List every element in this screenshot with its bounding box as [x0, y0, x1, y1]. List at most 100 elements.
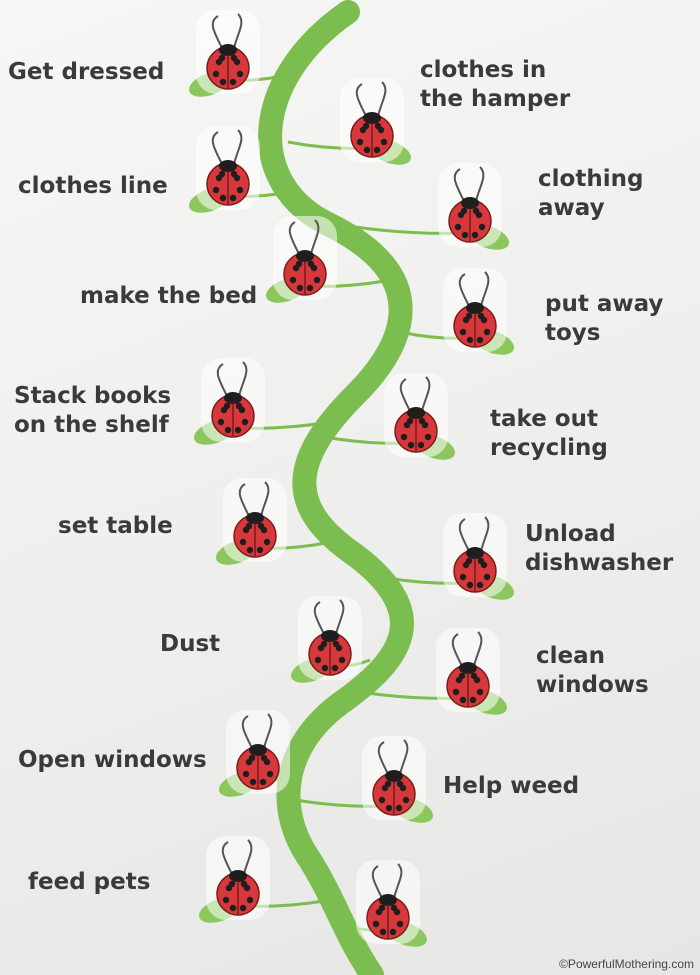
ladybug-spot [477, 557, 485, 565]
ladybug-spot [218, 54, 226, 62]
ladybug-spot [240, 880, 248, 888]
chore-label-line: away [538, 195, 605, 221]
ladybug-magnet-icon [196, 126, 260, 210]
chore-label-left: make the bed [80, 282, 257, 311]
ladybug-head [246, 512, 264, 524]
chore-label-left: Get dressed [8, 58, 164, 87]
antenna [451, 633, 463, 667]
ladybug-spot [295, 260, 303, 268]
ladybug-head [466, 547, 484, 559]
chore-label-line: feed pets [28, 869, 151, 895]
ladybug-spot [465, 312, 473, 320]
antenna [233, 129, 243, 165]
antenna [288, 221, 300, 255]
ladybug-spot [259, 778, 267, 786]
ladybug-spot [331, 664, 339, 672]
antenna [473, 631, 483, 667]
antenna [480, 516, 490, 552]
chore-label-left: Open windows [18, 746, 207, 775]
ladybug-spot [400, 433, 408, 441]
ladybug-magnet-icon [201, 358, 265, 442]
ladybug-magnet-icon [443, 513, 507, 597]
ladybug-magnet-icon [298, 596, 362, 680]
ladybug-spot [296, 284, 304, 292]
ladybug-spot [266, 770, 274, 778]
chore-label-line: the hamper [420, 86, 571, 112]
ladybug-spot [477, 312, 485, 320]
ladybug-spot [260, 754, 268, 762]
ladybug-spot [454, 223, 462, 231]
chore-label-line: clothes line [18, 173, 168, 199]
ladybug-spot [373, 146, 381, 154]
chore-label-line: Help weed [443, 773, 580, 799]
chore-label-left: feed pets [28, 868, 150, 897]
ladybug-spot [242, 770, 250, 778]
ladybug-spot [452, 688, 460, 696]
ladybug-spot [460, 207, 468, 215]
antenna [238, 483, 250, 517]
ladybug-head [296, 250, 314, 262]
ladybug-spot [307, 260, 315, 268]
ladybug-spot [458, 672, 466, 680]
antenna [238, 361, 248, 397]
ladybug-head [219, 160, 237, 172]
ladybug-head [224, 392, 242, 404]
antenna [335, 599, 345, 635]
antenna [310, 219, 320, 255]
ladybug-head [379, 894, 397, 906]
ladybug-spot [483, 328, 491, 336]
antenna [458, 273, 470, 307]
ladybug-spot [241, 418, 249, 426]
antenna [475, 166, 485, 202]
ladybug-spot [228, 880, 236, 888]
chore-label-right: Help weed [443, 772, 579, 801]
ladybug-spot [378, 796, 386, 804]
antenna [421, 376, 431, 412]
ladybug-spot [222, 896, 230, 904]
ladybug-spot [230, 170, 238, 178]
ladybug-spot [239, 538, 247, 546]
ladybug-spot [459, 573, 467, 581]
antenna [233, 13, 243, 49]
chore-label-line: Stack books [14, 383, 172, 409]
ladybug-spot [374, 122, 382, 130]
ladybug-head [219, 44, 237, 56]
ladybug-spot [257, 522, 265, 530]
ladybug-magnet-icon [362, 736, 426, 820]
ladybug-spot [236, 186, 244, 194]
ladybug-magnet-icon [384, 373, 448, 457]
ladybug-head [249, 744, 267, 756]
ladybug-spot [248, 754, 256, 762]
ladybug-head [321, 630, 339, 642]
ladybug-spot [395, 804, 403, 812]
ladybug-spot [459, 328, 467, 336]
antenna [313, 601, 325, 635]
copyright-credit: ©PowerfulMothering.com [559, 957, 694, 971]
ladybug-spot [472, 207, 480, 215]
ladybug-spot [459, 696, 467, 704]
ladybug-spot [378, 904, 386, 912]
ladybug-spot [229, 194, 237, 202]
ladybug-spot [469, 696, 477, 704]
ladybug-magnet-icon [340, 78, 404, 162]
ladybug-spot [219, 78, 227, 86]
ladybug-spot [476, 688, 484, 696]
ladybug-magnet-icon [436, 628, 500, 712]
antenna [393, 863, 403, 899]
ladybug-magnet-icon [206, 836, 270, 920]
chore-label-line: Dust [160, 631, 221, 657]
ladybug-spot [461, 231, 469, 239]
antenna [399, 739, 409, 775]
antenna [371, 865, 383, 899]
chore-label-line: clean [536, 643, 606, 669]
ladybug-magnet-icon [226, 710, 290, 794]
ladybug-spot [379, 928, 387, 936]
ladybug-spot [470, 672, 478, 680]
ladybug-spot [466, 336, 474, 344]
